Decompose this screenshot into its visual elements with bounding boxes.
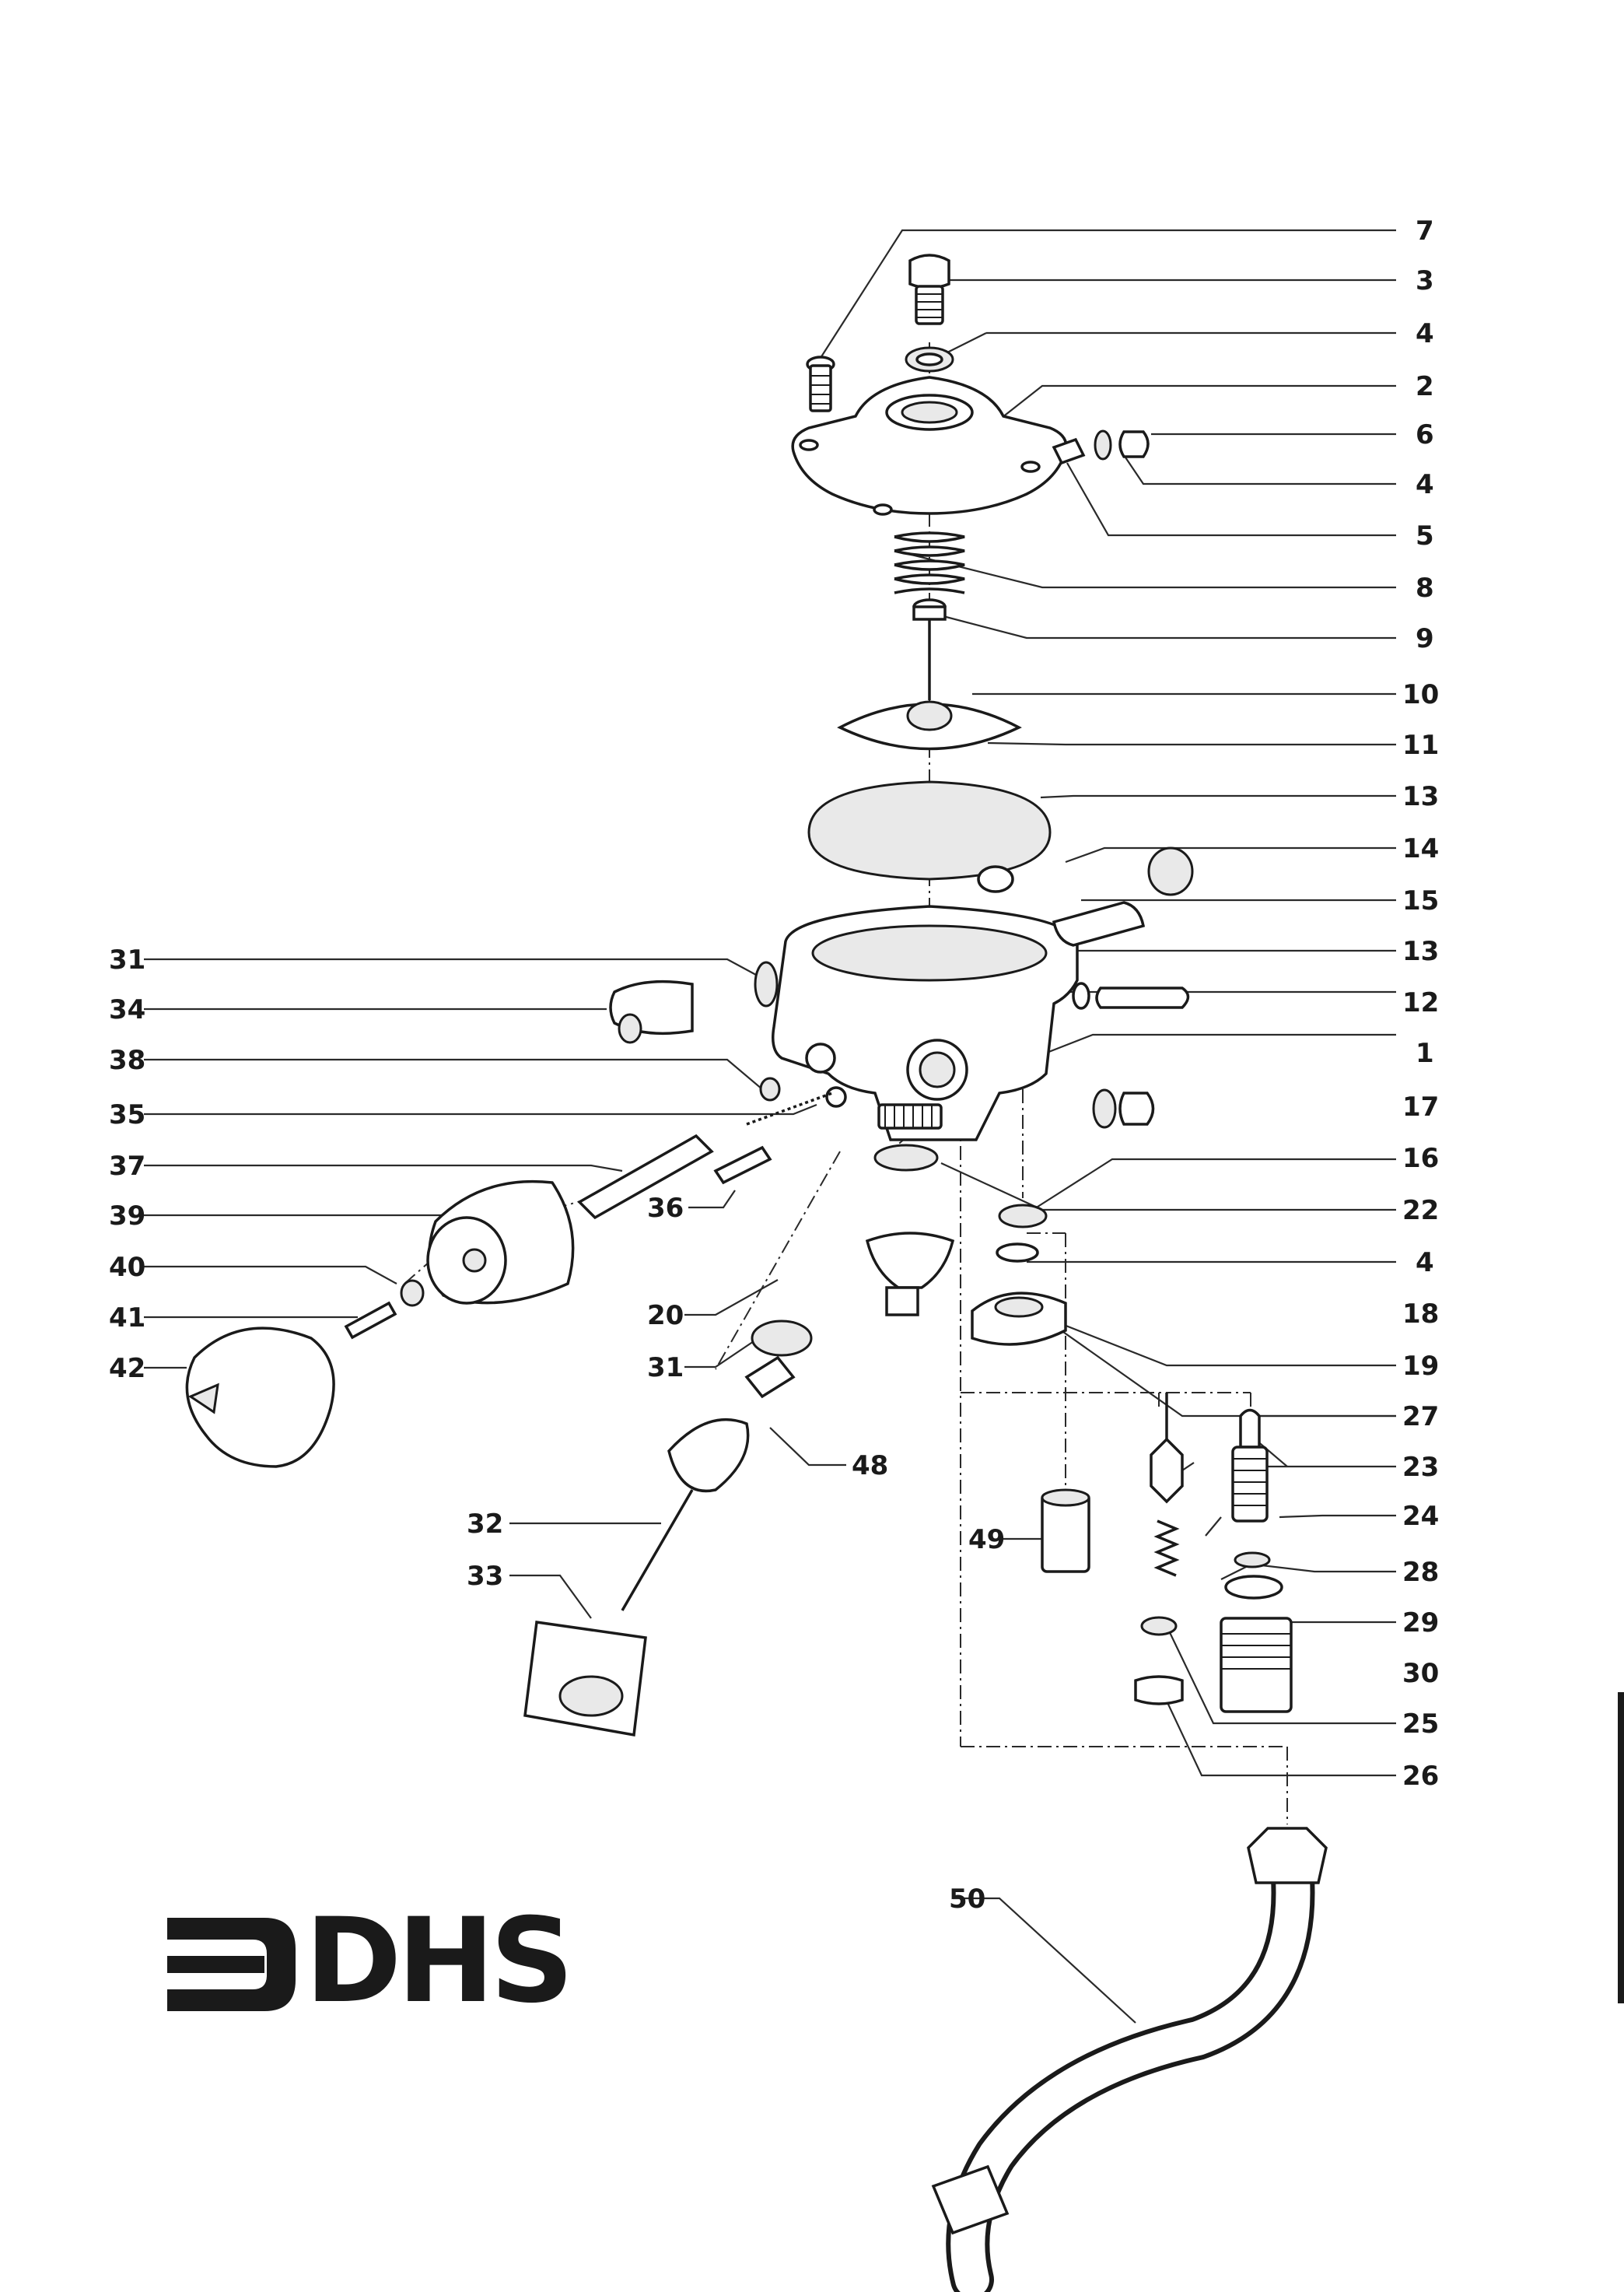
callout-17: 17 bbox=[1402, 1092, 1439, 1123]
part-15-filter bbox=[1052, 901, 1146, 947]
part-8-spring bbox=[894, 531, 965, 594]
left-knob-assembly bbox=[185, 1077, 833, 1468]
callout-18: 18 bbox=[1402, 1298, 1439, 1330]
callout-42: 42 bbox=[109, 1353, 145, 1384]
callout-50: 50 bbox=[949, 1884, 985, 1915]
part-28-oring bbox=[1234, 1551, 1271, 1568]
callout-25: 25 bbox=[1402, 1708, 1439, 1740]
callout-33: 33 bbox=[467, 1561, 503, 1592]
callout-16: 16 bbox=[1402, 1143, 1439, 1174]
callout-23: 23 bbox=[1402, 1452, 1439, 1483]
part-31-ring-lower bbox=[751, 1319, 813, 1357]
part-13-ring bbox=[1072, 982, 1090, 1010]
callout-32: 32 bbox=[467, 1509, 503, 1540]
callout-41: 41 bbox=[109, 1302, 145, 1333]
part-4-ring-lower bbox=[998, 1204, 1048, 1228]
part-12-fitting bbox=[1095, 987, 1190, 1009]
part-29-washer bbox=[1224, 1575, 1283, 1600]
part-11-diaphragm bbox=[807, 780, 1052, 881]
callout-15: 15 bbox=[1402, 885, 1439, 916]
callout-48: 48 bbox=[852, 1450, 888, 1481]
callout-24: 24 bbox=[1402, 1501, 1439, 1532]
part-37-stem bbox=[577, 1134, 714, 1220]
callout-12: 12 bbox=[1402, 987, 1439, 1018]
right-leader-lines bbox=[820, 229, 1396, 1777]
regulator-top-assembly bbox=[791, 254, 1150, 893]
part-48-nut bbox=[744, 1355, 796, 1399]
page-edge-tab bbox=[1618, 1692, 1624, 2003]
callout-1: 1 bbox=[1416, 1038, 1434, 1069]
callout-19: 19 bbox=[1402, 1351, 1439, 1382]
part-41-screw bbox=[344, 1301, 397, 1340]
callout-4: 4 bbox=[1416, 1247, 1434, 1278]
part-17-plug bbox=[1118, 1092, 1155, 1126]
callout-27: 27 bbox=[1402, 1401, 1439, 1432]
part-16-washer bbox=[1092, 1088, 1117, 1129]
callout-11: 11 bbox=[1402, 730, 1439, 761]
part-42-knob bbox=[185, 1326, 335, 1468]
part-50-hose bbox=[931, 1827, 1328, 2292]
part-3-plug bbox=[908, 254, 950, 289]
callout-13: 13 bbox=[1402, 936, 1439, 967]
part-22-ring bbox=[873, 1144, 939, 1172]
part-26-plug bbox=[1134, 1675, 1184, 1705]
right-lower-parts bbox=[971, 1204, 1293, 1713]
callout-49: 49 bbox=[968, 1524, 1005, 1555]
part-36-pin bbox=[713, 1145, 772, 1185]
part-4-washer bbox=[1094, 429, 1112, 461]
callout-34: 34 bbox=[109, 994, 145, 1025]
regulator-body bbox=[609, 846, 1194, 1172]
left-leader-lines bbox=[144, 958, 1136, 2024]
callout-22: 22 bbox=[1402, 1195, 1439, 1226]
part-13-oring bbox=[977, 865, 1014, 893]
callout-26: 26 bbox=[1402, 1761, 1439, 1792]
callout-20: 20 bbox=[647, 1300, 684, 1331]
part-20-valve-seat bbox=[865, 1232, 955, 1289]
part-30-body bbox=[1220, 1617, 1293, 1713]
callout-28: 28 bbox=[1402, 1557, 1439, 1588]
part-32-spindle bbox=[667, 1418, 750, 1493]
part-5-valve bbox=[1052, 437, 1086, 465]
part-23-needle bbox=[1150, 1437, 1184, 1504]
part-14-ring bbox=[1147, 846, 1194, 896]
callout-31: 31 bbox=[647, 1352, 684, 1383]
dhs-logo: DHS bbox=[167, 1894, 574, 2029]
callout-4: 4 bbox=[1416, 469, 1434, 500]
part-24-spring bbox=[1153, 1519, 1180, 1577]
lower-valve-assembly bbox=[523, 1232, 955, 1737]
part-18-oring bbox=[996, 1242, 1039, 1263]
callout-40: 40 bbox=[109, 1252, 145, 1283]
callout-labels: 7 3 4 2 6 4 5 8 9 10 11 13 14 15 13 12 1… bbox=[109, 216, 1439, 1915]
part-6-cap bbox=[1118, 430, 1150, 458]
callout-30: 30 bbox=[1402, 1658, 1439, 1689]
callout-4: 4 bbox=[1416, 318, 1434, 349]
callout-14: 14 bbox=[1402, 833, 1439, 864]
callout-13: 13 bbox=[1402, 781, 1439, 812]
callout-9: 9 bbox=[1416, 623, 1434, 654]
callout-35: 35 bbox=[109, 1099, 145, 1130]
part-35-spring-pin bbox=[746, 1092, 833, 1126]
callout-8: 8 bbox=[1416, 573, 1434, 604]
callout-38: 38 bbox=[109, 1045, 145, 1076]
part-27-nozzle bbox=[1239, 1408, 1261, 1449]
logo-text: DHS bbox=[305, 1894, 569, 2029]
callout-36: 36 bbox=[647, 1193, 684, 1224]
callout-2: 2 bbox=[1416, 371, 1434, 402]
callout-5: 5 bbox=[1416, 520, 1434, 552]
part-40-washer bbox=[400, 1279, 425, 1307]
callout-29: 29 bbox=[1402, 1607, 1439, 1638]
part-31-ring bbox=[754, 961, 779, 1008]
part-25-washer bbox=[1140, 1616, 1178, 1636]
callout-39: 39 bbox=[109, 1200, 145, 1232]
callout-31: 31 bbox=[109, 944, 145, 976]
callout-7: 7 bbox=[1416, 216, 1434, 247]
callout-37: 37 bbox=[109, 1151, 145, 1182]
callout-6: 6 bbox=[1416, 419, 1434, 450]
callout-10: 10 bbox=[1402, 679, 1439, 710]
callout-3: 3 bbox=[1416, 265, 1434, 296]
part-38-ring bbox=[759, 1077, 781, 1102]
